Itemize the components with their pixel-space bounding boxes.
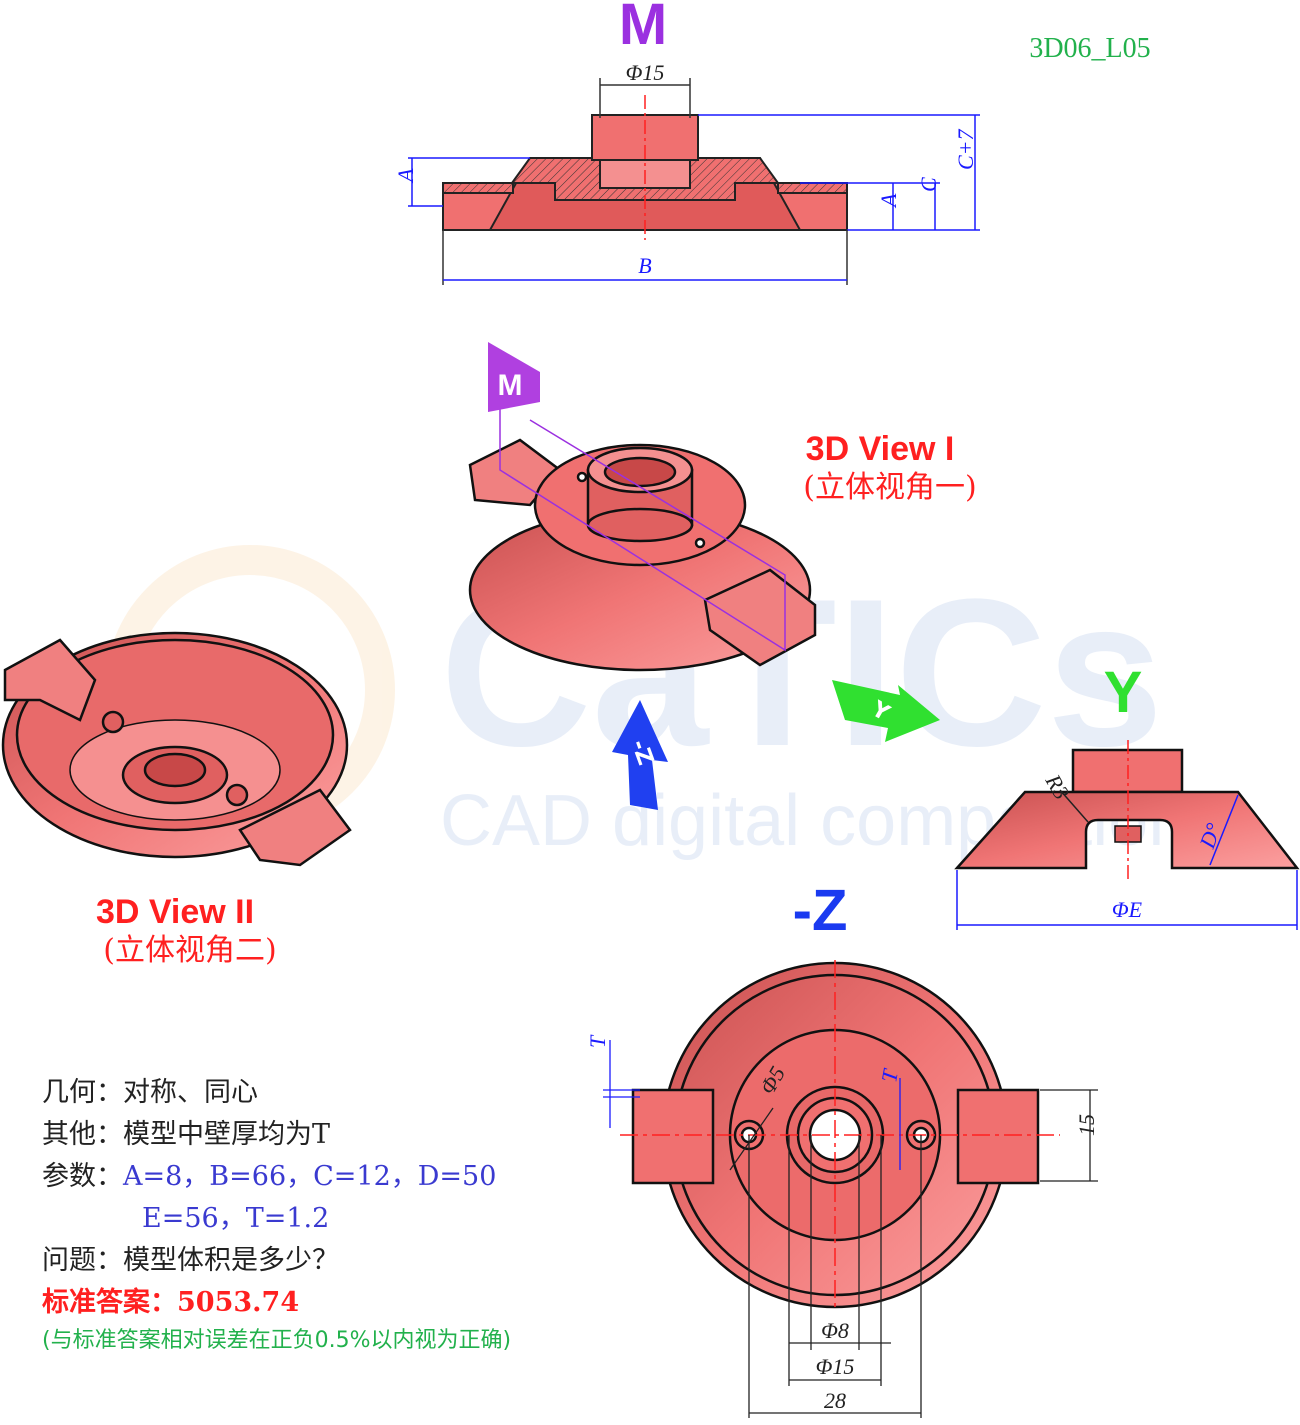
dim-a-left: A — [393, 168, 418, 184]
dim-t-left: T — [585, 1034, 610, 1048]
dim-c: C — [916, 177, 941, 192]
tolerance-note: (与标准答案相对误差在正负0.5%以内视为正确) — [42, 1328, 512, 1353]
dim-phi15-bottom: Φ15 — [816, 1354, 855, 1379]
dim-28: 28 — [824, 1388, 846, 1413]
dim-15: 15 — [1074, 1114, 1099, 1136]
question-row: 问题：模型体积是多少？ — [42, 1240, 511, 1282]
dim-e: ΦE — [1112, 897, 1143, 922]
params-row: 参数：A=8，B=66，C=12，D=50 — [42, 1156, 511, 1198]
other-row: 其他：模型中壁厚均为T — [42, 1114, 511, 1156]
y-view — [954, 740, 1300, 880]
dim-b: B — [638, 253, 651, 278]
answer-value: 5053.74 — [177, 1287, 300, 1318]
problem-info: 几何：对称、同心 其他：模型中壁厚均为T 参数：A=8，B=66，C=12，D=… — [42, 1072, 511, 1358]
section-view — [442, 95, 848, 240]
dim-phi15-top: Φ15 — [626, 60, 665, 85]
section-dimensions — [408, 78, 980, 285]
geometry-row: 几何：对称、同心 — [42, 1072, 511, 1114]
dim-c7: C+7 — [953, 128, 978, 170]
view1-subtitle: (立体视角一) — [803, 470, 976, 505]
geometry-label: 几何： — [42, 1077, 123, 1108]
view2-subtitle: (立体视角二) — [103, 933, 276, 968]
y-view-dimensions — [956, 789, 1298, 930]
dim-phi8: Φ8 — [821, 1318, 849, 1343]
y-direction-arrow: Y — [832, 680, 940, 742]
view1-title: 3D View I — [806, 430, 955, 468]
section-label: M — [619, 0, 667, 57]
3d-view-2 — [1, 631, 352, 867]
section-plane-marker: M — [488, 342, 786, 652]
plane-marker-label: M — [498, 369, 523, 402]
params-line2: E=56，T=1.2 — [142, 1203, 330, 1234]
other-value: 模型中壁厚均为T — [123, 1119, 331, 1150]
dim-a-right: A — [876, 193, 901, 209]
params-label: 参数： — [42, 1161, 123, 1192]
answer-label: 标准答案： — [42, 1287, 177, 1318]
3d-view-1 — [468, 438, 817, 672]
answer-row: 标准答案：5053.74 — [42, 1282, 511, 1324]
drawing-id: 3D06_L05 — [1029, 33, 1150, 64]
question-label: 问题： — [42, 1245, 123, 1276]
params-line1: A=8，B=66，C=12，D=50 — [123, 1161, 497, 1192]
y-view-label: Y — [1104, 660, 1143, 725]
z-direction-arrow: -Z — [612, 700, 668, 810]
z-view-label: -Z — [793, 878, 848, 943]
other-label: 其他： — [42, 1119, 123, 1150]
bottom-view-dimensions — [603, 1040, 1098, 1418]
question-value: 模型体积是多少？ — [123, 1245, 339, 1276]
bottom-view — [620, 960, 1060, 1310]
geometry-value: 对称、同心 — [123, 1077, 258, 1108]
view2-title: 3D View II — [96, 893, 254, 931]
